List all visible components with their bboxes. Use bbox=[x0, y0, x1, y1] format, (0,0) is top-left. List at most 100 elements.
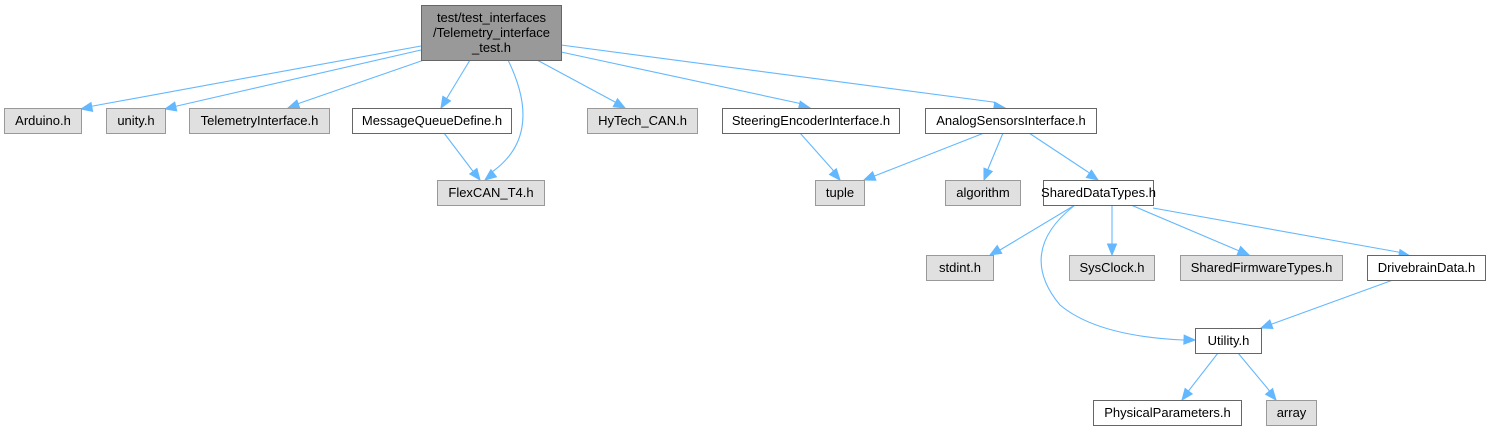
edge-line-tail bbox=[831, 168, 841, 181]
edge-line-tail bbox=[992, 101, 1006, 109]
edge-analog-to-algorithm bbox=[983, 132, 1004, 182]
node-sysclock: SysClock.h bbox=[1069, 255, 1155, 281]
node-label: SysClock.h bbox=[1079, 260, 1144, 275]
node-box bbox=[815, 180, 865, 206]
edge-line-tail bbox=[1267, 388, 1277, 401]
node-algorithm: algorithm bbox=[945, 180, 1021, 206]
node-label: array bbox=[1277, 405, 1307, 420]
nodes-layer: test/test_interfaces/Telemetry_interface… bbox=[4, 5, 1486, 426]
edge-root-to-arduino bbox=[79, 45, 422, 113]
node-box bbox=[722, 108, 900, 134]
node-telemetry: TelemetryInterface.h bbox=[189, 108, 330, 134]
edge-line-tail bbox=[440, 97, 448, 109]
node-label: algorithm bbox=[956, 185, 1009, 200]
edge-root-to-analog bbox=[560, 44, 1007, 112]
edge-mqdefine-to-flexcan bbox=[443, 132, 481, 182]
edge-line-tail bbox=[863, 174, 878, 181]
edge-line-tail bbox=[1181, 388, 1191, 401]
node-label: AnalogSensorsInterface.h bbox=[936, 113, 1086, 128]
edge-line bbox=[799, 132, 833, 170]
edge-line bbox=[299, 59, 425, 104]
edge-utility-to-array bbox=[1237, 352, 1277, 402]
edge-line-tail bbox=[1260, 323, 1273, 329]
node-flexcan: FlexCAN_T4.h bbox=[437, 180, 545, 206]
node-label: SharedFirmwareTypes.h bbox=[1191, 260, 1333, 275]
node-box bbox=[1266, 400, 1317, 426]
edge-line-tail bbox=[287, 102, 301, 109]
node-sharedfw: SharedFirmwareTypes.h bbox=[1180, 255, 1343, 281]
node-label: SharedDataTypes.h bbox=[1041, 185, 1156, 200]
edge-shareddata-to-sharedfw bbox=[1130, 204, 1251, 256]
node-label: HyTech_CAN.h bbox=[598, 113, 687, 128]
edge-line-tail bbox=[797, 102, 811, 109]
edge-line-tail bbox=[471, 169, 481, 181]
node-label: test/test_interfaces bbox=[437, 10, 547, 25]
edge-root-to-mqdefine bbox=[440, 59, 471, 110]
node-stdint: stdint.h bbox=[926, 255, 994, 281]
edge-analog-to-shareddata bbox=[1028, 132, 1100, 181]
edge-line bbox=[1152, 207, 1399, 253]
node-drivebrain[interactable]: DrivebrainData.h bbox=[1367, 255, 1486, 281]
node-label: /Telemetry_interface bbox=[433, 25, 550, 40]
node-box bbox=[1093, 400, 1242, 426]
node-tuple: tuple bbox=[815, 180, 865, 206]
node-label: SteeringEncoderInterface.h bbox=[732, 113, 890, 128]
edge-line-tail bbox=[1236, 249, 1250, 256]
node-label: _test.h bbox=[471, 40, 511, 55]
node-utility[interactable]: Utility.h bbox=[1195, 328, 1262, 354]
node-box bbox=[926, 255, 994, 281]
edge-line bbox=[491, 59, 524, 173]
node-box bbox=[1069, 255, 1155, 281]
node-box bbox=[189, 108, 330, 134]
node-label: FlexCAN_T4.h bbox=[448, 185, 533, 200]
node-box bbox=[352, 108, 512, 134]
edge-line bbox=[876, 132, 985, 176]
edge-shareddata-to-stdint bbox=[988, 204, 1076, 256]
node-shareddata[interactable]: SharedDataTypes.h bbox=[1041, 180, 1156, 206]
node-steering[interactable]: SteeringEncoderInterface.h bbox=[722, 108, 900, 134]
edge-root-to-hytech bbox=[536, 59, 627, 109]
edge-root-to-unity bbox=[163, 49, 422, 112]
node-label: tuple bbox=[826, 185, 854, 200]
edge-root-to-telemetry bbox=[286, 59, 425, 110]
node-box bbox=[587, 108, 698, 134]
node-root[interactable]: test/test_interfaces/Telemetry_interface… bbox=[421, 5, 562, 61]
arrowhead-icon bbox=[988, 244, 1003, 256]
node-box bbox=[1195, 328, 1262, 354]
edge-line-tail bbox=[164, 105, 178, 110]
node-box bbox=[1180, 255, 1343, 281]
edge-line-tail bbox=[983, 168, 989, 181]
edge-shareddata-to-utility bbox=[1040, 204, 1197, 345]
edge-line-tail bbox=[614, 101, 626, 109]
node-box bbox=[945, 180, 1021, 206]
edge-line bbox=[560, 51, 799, 104]
node-label: TelemetryInterface.h bbox=[201, 113, 319, 128]
node-box bbox=[437, 180, 545, 206]
edge-root-to-steering bbox=[560, 51, 812, 111]
node-mqdefine[interactable]: MessageQueueDefine.h bbox=[352, 108, 512, 134]
edge-line bbox=[999, 204, 1076, 251]
node-hytech: HyTech_CAN.h bbox=[587, 108, 698, 134]
node-analog[interactable]: AnalogSensorsInterface.h bbox=[925, 108, 1097, 134]
edge-line-tail bbox=[80, 105, 94, 110]
node-box bbox=[421, 5, 562, 61]
edge-line bbox=[1040, 204, 1184, 341]
node-box bbox=[1043, 180, 1154, 206]
node-label: unity.h bbox=[117, 113, 154, 128]
edge-drivebrain-to-utility bbox=[1259, 279, 1394, 329]
node-arduino: Arduino.h bbox=[4, 108, 82, 134]
edge-line-tail bbox=[484, 171, 493, 181]
edge-root-to-flexcan bbox=[483, 59, 524, 181]
node-label: DrivebrainData.h bbox=[1378, 260, 1476, 275]
edges-layer bbox=[79, 44, 1412, 402]
edge-line bbox=[1237, 352, 1269, 390]
node-physparams[interactable]: PhysicalParameters.h bbox=[1093, 400, 1242, 426]
node-box bbox=[1367, 255, 1486, 281]
edge-line bbox=[92, 45, 422, 107]
node-label: PhysicalParameters.h bbox=[1104, 405, 1230, 420]
edge-line-tail bbox=[989, 249, 1001, 256]
edge-shareddata-to-sysclock bbox=[1106, 205, 1118, 257]
edge-line bbox=[560, 44, 994, 103]
edge-analog-to-tuple bbox=[862, 132, 985, 181]
